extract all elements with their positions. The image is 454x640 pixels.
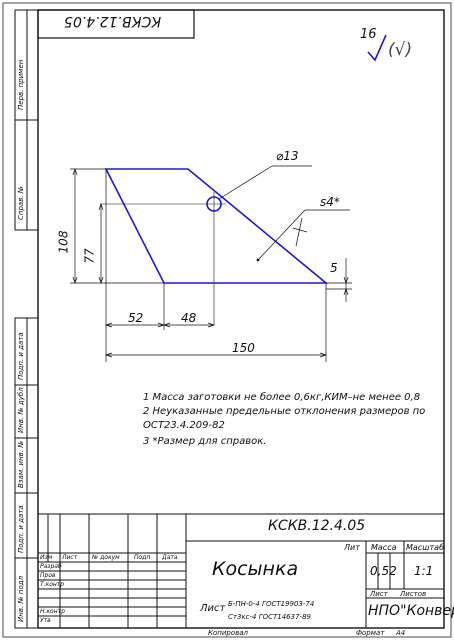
top-stamp-designation: КСКВ.12.4.05 xyxy=(64,13,162,29)
dim-77: 77 xyxy=(82,248,97,264)
tb-part-name: Косынка xyxy=(212,558,299,580)
tb-hdr-list: Лист xyxy=(62,554,78,561)
tb-role-nkontr: Н.контр xyxy=(40,608,65,615)
note-2: 2 Неуказанные предельные отклонения разм… xyxy=(143,406,426,417)
left-strip xyxy=(14,9,39,629)
tb-hdr-podp: Подп xyxy=(134,554,151,561)
tb-copied: Копировал xyxy=(208,629,248,637)
note-3: 3 *Размер для справок. xyxy=(143,436,267,447)
side-label-inv-dubl: Инв. № дубл xyxy=(17,387,25,433)
tb-material-prefix: Лист xyxy=(200,603,226,614)
dim-52: 52 xyxy=(128,311,144,325)
tb-role-utv: Утв xyxy=(40,617,51,624)
dimension-lines xyxy=(70,165,352,362)
dim-5: 5 xyxy=(330,261,338,275)
tb-hdr-izm: Изм xyxy=(40,554,53,561)
roughness-check-icon xyxy=(367,34,387,62)
tb-hdr-dokum: № докум xyxy=(92,554,120,561)
tb-scale-value: 1:1 xyxy=(414,564,434,578)
tb-mass-value: 0,52 xyxy=(370,564,397,578)
tb-material-line1: Б-ПН-0-4 ГОСТ19903-74 xyxy=(228,600,315,608)
tb-material-line2: Ст3кс-4 ГОСТ14637-89 xyxy=(228,613,311,621)
tb-format-label: Формат xyxy=(356,629,385,637)
tb-role-tkontr: Т.контр xyxy=(40,581,65,588)
tb-col-masshtab: Масштаб xyxy=(406,543,445,552)
title-block-grid xyxy=(38,513,444,628)
dim-150: 150 xyxy=(232,341,255,355)
note-2-cont: ОСТ23.4.209-82 xyxy=(143,420,225,431)
side-label-inv-podl: Инв. № подл xyxy=(17,575,25,622)
tb-list-label: Лист xyxy=(370,590,388,598)
dim-48: 48 xyxy=(181,311,197,325)
tb-format-value: А4 xyxy=(396,629,406,637)
note-1: 1 Масса заготовки не более 0,6кг,КИМ–не … xyxy=(143,392,421,403)
tb-role-prov: Пров xyxy=(40,572,56,579)
side-label-perv-primen: Перв. примен xyxy=(17,59,25,110)
tb-company: НПО"Конверс" xyxy=(368,603,454,619)
side-label-vzam-inv: Взам. инв. № xyxy=(17,440,25,488)
dim-thickness: s4* xyxy=(320,195,340,209)
dim-hole-diameter: ⌀13 xyxy=(276,149,299,163)
tb-col-lit: Лит xyxy=(344,543,360,552)
inner-frame xyxy=(37,9,445,629)
tb-listov-label: Листов xyxy=(400,590,427,598)
hole-centerlines xyxy=(100,192,226,325)
part-outline xyxy=(104,168,329,284)
side-label-podp-data-1: Подп. и дата xyxy=(17,332,25,380)
side-label-sprav-no: Справ. № xyxy=(17,185,25,220)
tb-hdr-data: Дата xyxy=(162,554,178,561)
side-label-podp-data-2: Подп. и дата xyxy=(17,505,25,553)
tb-col-massa: Масса xyxy=(371,543,397,552)
tb-designation: КСКВ.12.4.05 xyxy=(268,518,366,534)
dim-108: 108 xyxy=(56,230,71,254)
roughness-value: 16 xyxy=(360,27,377,42)
tb-role-razrab: Разраб xyxy=(40,563,62,570)
roughness-symbol: (√) xyxy=(388,40,413,60)
